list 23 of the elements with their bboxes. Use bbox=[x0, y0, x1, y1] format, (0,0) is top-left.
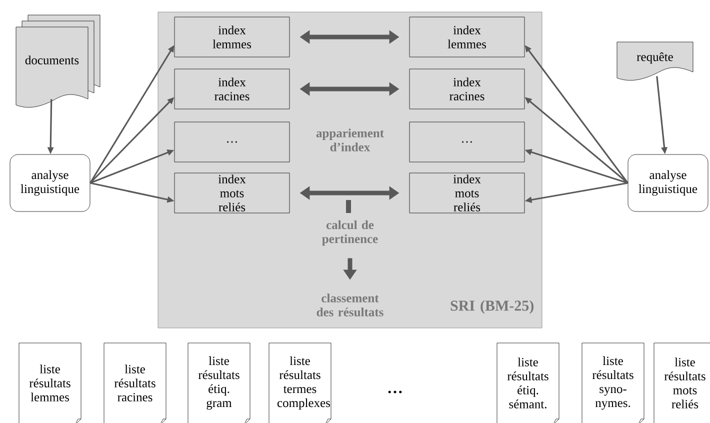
index-box: index racines bbox=[174, 68, 290, 110]
index-box: index mots reliés bbox=[409, 172, 525, 214]
panel-label: appariement d’index bbox=[316, 128, 384, 152]
step-label: calcul de pertinence bbox=[322, 220, 378, 246]
result-page: liste résultats étiq. gram bbox=[188, 342, 250, 423]
process-box: analyse linguistique bbox=[628, 154, 708, 212]
document-stack: documents bbox=[16, 14, 100, 108]
result-page: liste résultats lemmes bbox=[18, 342, 82, 423]
result-page: liste résultats étiq. sémant. bbox=[496, 342, 560, 423]
result-page: liste résultats racines bbox=[104, 342, 166, 423]
ellipsis: … bbox=[388, 390, 402, 394]
result-page: liste résultats mots reliés bbox=[654, 342, 710, 423]
index-box: index racines bbox=[409, 68, 525, 110]
index-box: index lemmes bbox=[409, 16, 525, 58]
process-box: analyse linguistique bbox=[10, 154, 90, 212]
result-page: liste résultats termes complexes bbox=[268, 342, 332, 423]
result-page: liste résultats syno- nymes. bbox=[582, 342, 644, 423]
index-box: … bbox=[409, 122, 525, 162]
panel-title: SRI (BM-25) bbox=[450, 300, 534, 314]
index-box: index mots reliés bbox=[174, 172, 290, 214]
index-box: index lemmes bbox=[174, 16, 290, 58]
index-box: … bbox=[174, 122, 290, 162]
step-label: classement des résultats bbox=[316, 294, 384, 316]
